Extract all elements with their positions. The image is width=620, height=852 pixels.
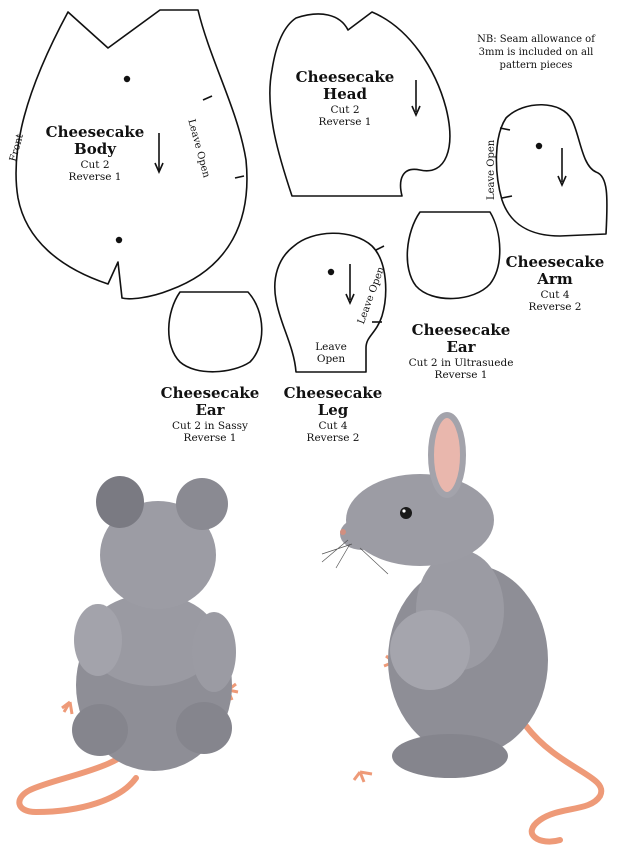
leg-grain-arrow — [345, 264, 355, 305]
mouse-back-view-photo — [16, 476, 239, 816]
leg-reverse: Reverse 2 — [306, 431, 360, 444]
head-label: Cheesecake Head Cut 2 Reverse 1 — [290, 68, 400, 128]
leg-dot — [327, 268, 335, 276]
head-reverse: Reverse 1 — [318, 115, 372, 128]
ear-ultrasuede-label: Cheesecake Ear Cut 2 in Ultrasuede Rever… — [396, 321, 526, 381]
head-title-line1: Cheesecake — [295, 68, 395, 86]
head-title-line2: Head — [323, 85, 367, 104]
leg-title-line2: Leg — [317, 401, 349, 420]
body-dot-top — [123, 75, 131, 83]
head-cut: Cut 2 — [330, 103, 360, 116]
arm-label: Cheesecake Arm Cut 4 Reverse 2 — [500, 253, 610, 313]
mouse-side-view-photo — [321, 412, 605, 845]
ear-ultrasuede-pattern-piece — [406, 211, 501, 300]
leg-leave-open-line2: Open — [316, 353, 346, 366]
ear-ultrasuede-cut: Cut 2 in Ultrasuede — [408, 356, 514, 369]
head-pattern-piece — [269, 11, 451, 197]
arm-title-line1: Cheesecake — [505, 253, 605, 271]
arm-reverse: Reverse 2 — [528, 300, 582, 313]
body-label: Cheesecake Body Cut 2 Reverse 1 — [40, 123, 150, 183]
leg-cut: Cut 4 — [318, 419, 348, 432]
body-cut: Cut 2 — [80, 158, 110, 171]
leg-pattern-piece — [274, 232, 387, 373]
leg-title-line1: Cheesecake — [283, 384, 383, 402]
body-dot-bottom — [115, 236, 123, 244]
ear-ultrasuede-title-line2: Ear — [446, 338, 476, 357]
arm-grain-arrow — [557, 148, 567, 187]
body-title-line1: Cheesecake — [45, 123, 145, 141]
body-grain-arrow — [154, 133, 164, 174]
ear-sassy-pattern-piece — [167, 291, 263, 373]
head-grain-arrow — [411, 80, 421, 117]
seam-allowance-note: NB: Seam allowance of 3mm is included on… — [477, 34, 595, 71]
ear-ultrasuede-reverse: Reverse 1 — [434, 368, 488, 381]
leg-leave-open-bottom-label: Leave Open — [306, 341, 356, 365]
leg-leave-open-line1: Leave — [315, 341, 347, 353]
arm-pattern-piece — [495, 103, 608, 237]
arm-leave-open-label: Leave Open — [486, 139, 497, 200]
body-title-line2: Body — [74, 140, 116, 159]
arm-dot — [535, 142, 543, 150]
ear-ultrasuede-title-line1: Cheesecake — [411, 321, 511, 339]
ear-sassy-reverse: Reverse 1 — [183, 431, 237, 444]
ear-sassy-title-line1: Cheesecake — [160, 384, 260, 402]
ear-sassy-cut: Cut 2 in Sassy — [172, 419, 248, 432]
leg-label: Cheesecake Leg Cut 4 Reverse 2 — [278, 384, 388, 444]
ear-sassy-label: Cheesecake Ear Cut 2 in Sassy Reverse 1 — [150, 384, 270, 444]
arm-cut: Cut 4 — [540, 288, 570, 301]
ear-sassy-title-line2: Ear — [195, 401, 225, 420]
body-pattern-piece — [15, 9, 248, 300]
body-reverse: Reverse 1 — [68, 170, 122, 183]
arm-title-line2: Arm — [537, 270, 573, 289]
